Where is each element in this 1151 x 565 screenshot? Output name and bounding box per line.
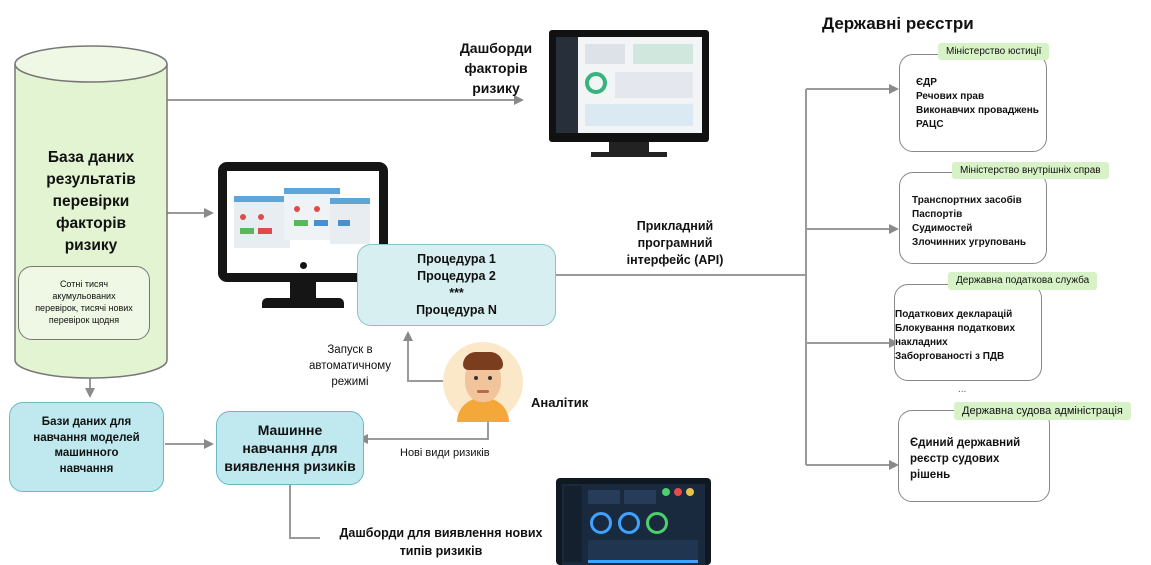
registry-text-court: Єдиний державний реєстр судових рішень [910, 437, 1021, 481]
registry-box-justice [899, 54, 1047, 152]
analyst-label: Аналітик [531, 395, 589, 410]
arrow-analyst-to-procedures [403, 331, 455, 382]
ml-box: Машинне навчання для виявлення ризиків [216, 411, 364, 485]
registry-box-court [898, 410, 1050, 502]
tag-justice: Міністерство юстиції [938, 43, 1050, 60]
tag-tax: Державна податкова служба [948, 272, 1098, 290]
launch-label: Запуск в автоматичному режимі [308, 344, 392, 388]
database-note: Сотні тисяч акумульованих перевірок, тис… [18, 266, 150, 340]
registry-text-tax: Податкових декларацій Блокування податко… [895, 309, 1016, 362]
database-title: База даних результатів перевірки факторі… [46, 149, 136, 254]
registry-box-interior [899, 172, 1047, 264]
api-label: Прикладний програмний інтерфейс (API) [626, 219, 724, 267]
procedures-box: Процедура 1 Процедура 2 *** Процедура N [357, 244, 556, 326]
registries-title: Державні реєстри [822, 14, 974, 33]
registry-text-justice: ЄДР Речових прав Виконавчих проваджень Р… [916, 77, 1039, 130]
dashboard-monitor-bottom [556, 478, 711, 565]
analyst-avatar [443, 342, 523, 422]
tag-interior: Міністерство внутрішніх справ [952, 162, 1109, 179]
registries-ellipsis: ... [958, 384, 967, 395]
new-risks-dashboards-label: Дашборди для виявлення нових типів ризик… [339, 526, 543, 558]
registry-box-tax [894, 284, 1042, 381]
line-ml-to-dash [289, 485, 320, 539]
arrow-analyst-to-ml [358, 418, 489, 444]
registry-text-interior: Транспортних засобів Паспортів Судимосте… [912, 195, 1027, 248]
dashboard-monitor-top [549, 30, 709, 158]
new-risk-types-label: Нові види ризиків [400, 447, 490, 459]
dashboards-top-label: Дашборди факторів ризику [459, 40, 533, 96]
ml-training-db-box: Бази даних для навчання моделей машинног… [9, 402, 164, 492]
tag-court: Державна судова адміністрація [954, 402, 1131, 420]
